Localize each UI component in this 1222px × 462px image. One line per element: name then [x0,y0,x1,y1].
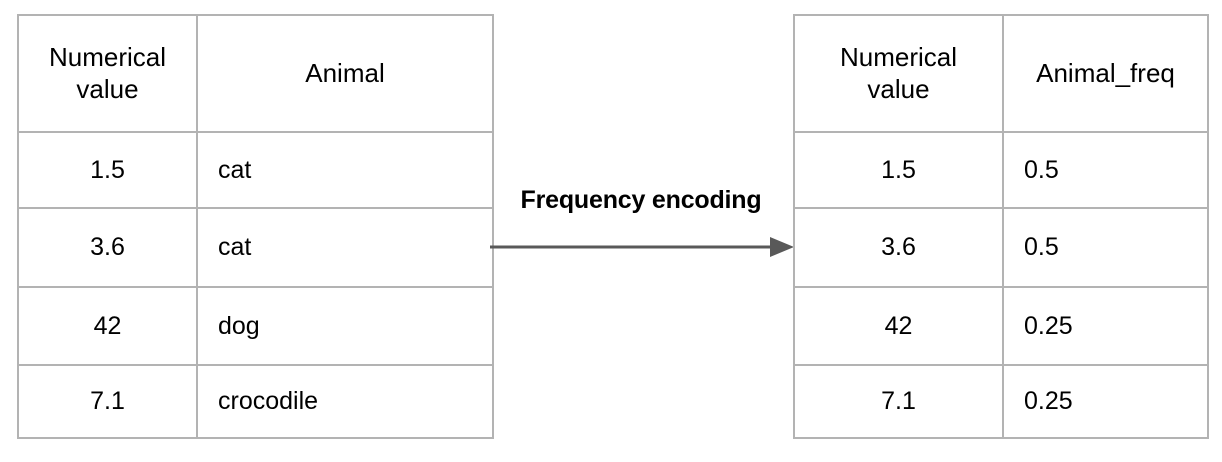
table-header-row: Numerical value Animal_freq [793,14,1209,133]
encoded-cell-numerical-value: 42 [793,286,1004,366]
cell-value: 1.5 [881,155,916,184]
header-label: Numerical value [48,41,167,104]
table-row: 1.5 0.5 [793,131,1209,209]
cell-value: 1.5 [90,155,125,184]
cell-value: 0.5 [1024,155,1059,184]
source-cell-animal: crocodile [196,364,494,439]
encoded-header-animal-freq: Animal_freq [1002,14,1209,133]
encoded-cell-animal-freq: 0.25 [1002,286,1209,366]
source-table: Numerical value Animal 1.5 cat 3.6 [17,14,494,439]
encoded-header-numerical-value: Numerical value [793,14,1004,133]
cell-value: 42 [93,311,122,340]
table-row: 7.1 0.25 [793,364,1209,439]
table-row: 42 0.25 [793,286,1209,366]
cell-value: dog [218,311,260,340]
source-header-animal: Animal [196,14,494,133]
source-cell-numerical-value: 42 [17,286,198,366]
table-row: 3.6 cat [17,207,494,288]
source-cell-numerical-value: 1.5 [17,131,198,209]
cell-value: 3.6 [90,233,125,262]
table-row: 3.6 0.5 [793,207,1209,288]
encoded-table: Numerical value Animal_freq 1.5 0.5 3.6 [793,14,1209,439]
header-label: Animal_freq [1036,57,1175,88]
arrow-right-icon [490,237,794,257]
cell-value: 3.6 [881,233,916,262]
encoded-cell-animal-freq: 0.25 [1002,364,1209,439]
cell-value: 0.25 [1024,311,1073,340]
table-row: 7.1 crocodile [17,364,494,439]
cell-value: 0.5 [1024,233,1059,262]
cell-value: 0.25 [1024,387,1073,416]
cell-value: crocodile [218,387,319,416]
source-cell-numerical-value: 7.1 [17,364,198,439]
cell-value: 7.1 [881,387,916,416]
cell-value: 7.1 [90,387,125,416]
encoded-cell-numerical-value: 7.1 [793,364,1004,439]
cell-value: cat [218,155,252,184]
encoded-cell-numerical-value: 1.5 [793,131,1004,209]
header-label: Numerical value [839,41,958,104]
encoded-cell-animal-freq: 0.5 [1002,207,1209,288]
arrow-label: Frequency encoding [520,186,762,214]
table-header-row: Numerical value Animal [17,14,494,133]
encoded-cell-numerical-value: 3.6 [793,207,1004,288]
header-label: Animal [305,57,385,88]
table-row: 42 dog [17,286,494,366]
source-cell-numerical-value: 3.6 [17,207,198,288]
cell-value: cat [218,233,252,262]
encoded-cell-animal-freq: 0.5 [1002,131,1209,209]
source-cell-animal: cat [196,131,494,209]
source-cell-animal: dog [196,286,494,366]
transformation-arrow-group: Frequency encoding [488,186,794,266]
cell-value: 42 [884,311,913,340]
table-row: 1.5 cat [17,131,494,209]
source-cell-animal: cat [196,207,494,288]
source-header-numerical-value: Numerical value [17,14,198,133]
